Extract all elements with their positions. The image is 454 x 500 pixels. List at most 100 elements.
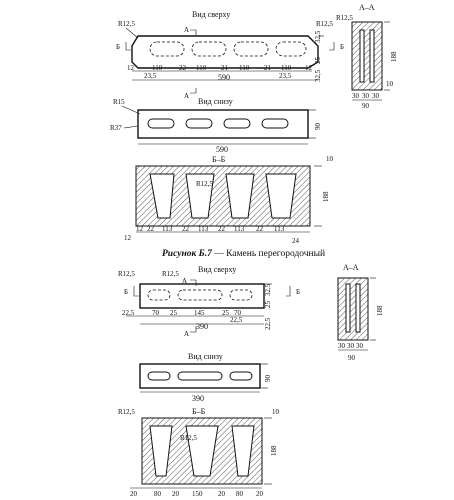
fig2-bb-dim-6: 20: [256, 490, 264, 498]
fig1-bb-radius-label: R12,5: [196, 180, 213, 188]
fig2-dim-chain-2: 145: [194, 309, 205, 317]
fig1-aa-width: 90: [362, 102, 370, 110]
fig2-cut-mark-a: А: [182, 277, 187, 285]
figure1-section-b-b: Б–Б R12,5 10 188 12 22 113 22 113 22 113…: [124, 155, 334, 245]
fig1-caption-text: — Камень перегородочный: [212, 248, 325, 259]
fig1-bb-height: 188: [322, 191, 330, 202]
fig2-top-radius-b: R12,5: [162, 270, 179, 278]
fig2-bb-dim-10: 10: [272, 408, 280, 416]
fig1-bottom-r37: R37: [110, 124, 122, 132]
fig2-bottom-length: 390: [192, 394, 204, 403]
figure1-caption: Рисунок Б.7 — Камень перегородочный: [162, 248, 325, 259]
figure2-bottom-view: Вид снизу 90 390: [139, 352, 272, 403]
fig2-bb-dim-3: 150: [192, 490, 203, 498]
fig2-top-dim-25: 25: [264, 301, 272, 309]
fig1-aa-height: 188: [390, 51, 398, 62]
fig1-dim-chain-2: 22: [179, 64, 187, 72]
fig2-dim-chain-0: 70: [152, 309, 160, 317]
fig1-dim-chain-4: 21: [221, 64, 229, 72]
fig1-bb-dim-7: 22: [256, 225, 264, 233]
fig2-aa-dim-30-b: 30: [347, 342, 355, 350]
fig1-bb-dim-6: 113: [234, 225, 245, 233]
fig2-aa-dim-30-a: 30: [338, 342, 346, 350]
figure1-top-view: Вид сверху R12,5 R12,5 А А Б Б 32,5 32,5…: [116, 10, 344, 100]
fig1-top-overall-590: 590: [218, 73, 230, 82]
fig1-aa-dim-10: 10: [386, 80, 394, 88]
fig2-bb-dim-4: 20: [218, 490, 226, 498]
fig1-bb-dim-24: 24: [292, 237, 300, 245]
fig1-cut-mark-a-bottom: А: [184, 92, 189, 100]
fig1-aa-title: А–А: [359, 3, 375, 12]
fig2-bb-radius-b: R12,5: [180, 434, 197, 442]
figure2-section-a-a: А–А 188 30 30 30 90: [337, 263, 384, 362]
fig1-cut-mark-a: А: [184, 26, 189, 34]
fig1-section-mark-b-left: Б: [116, 43, 120, 51]
fig1-dim-25: 25: [314, 57, 322, 65]
fig1-aa-dim-30-b: 30: [362, 92, 370, 100]
fig1-dim-chain-0: 12: [127, 64, 135, 72]
fig1-aa-dim-30-c: 30: [372, 92, 380, 100]
fig1-top-radius-right-label: R12,5: [316, 20, 333, 28]
fig2-aa-width: 90: [348, 354, 356, 362]
fig1-dim-23-5-right: 23,5: [279, 72, 292, 80]
fig2-bottom-view-title: Вид снизу: [188, 352, 223, 361]
fig2-bb-dim-chain: 20 80 20 150 20 80 20: [130, 490, 264, 498]
fig1-bottom-r15: R15: [113, 98, 125, 106]
fig1-section-mark-b-right: Б: [340, 43, 344, 51]
fig1-top-radius-label: R12,5: [118, 20, 135, 28]
fig2-section-mark-b-right: Б: [296, 288, 300, 296]
fig2-bb-radius-a: R12,5: [118, 408, 135, 416]
fig1-bb-title: Б–Б: [212, 155, 226, 164]
fig1-dim-chain-1: 110: [152, 64, 163, 72]
fig1-dim-23-5-left: 23,5: [144, 72, 157, 80]
fig1-dim-chain-6: 21: [264, 64, 272, 72]
fig1-bb-dim-chain: 12 22 113 22 113 22 113 22 113: [136, 225, 285, 233]
fig1-bb-dim-1: 22: [147, 225, 155, 233]
fig2-dim-chain-1: 25: [170, 309, 178, 317]
figure1-bottom-view: Вид снизу R15 R37 90 590: [110, 97, 322, 154]
fig1-bb-dim-8: 113: [274, 225, 285, 233]
figure2-section-b-b: Б–Б R12,5 R12,5 10 188 20 80 20 150 20 8…: [118, 407, 280, 498]
fig1-dim-chain-7: 110: [281, 64, 292, 72]
fig2-bb-dim-5: 80: [236, 490, 244, 498]
fig2-aa-title: А–А: [343, 263, 359, 272]
fig2-bb-title: Б–Б: [192, 407, 206, 416]
fig1-bb-dim-10: 10: [326, 155, 334, 163]
fig2-top-dim-chain: 70 25 145 25 70: [152, 309, 242, 317]
fig2-top-overall-390: 390: [196, 322, 208, 331]
fig2-top-dim-22-5-side: 22,5: [264, 317, 272, 330]
fig1-bb-dim-4: 113: [198, 225, 209, 233]
fig1-aa-radius-label: R12,5: [336, 14, 353, 22]
fig1-dim-chain-8: 12: [305, 64, 313, 72]
fig1-bb-dim-12: 12: [124, 234, 132, 242]
fig1-dim-32-5-top: 32,5: [314, 30, 322, 43]
fig2-dim-22-5-right: 22,5: [230, 316, 243, 324]
fig1-dim-chain-5: 110: [239, 64, 250, 72]
fig2-bottom-width: 90: [264, 375, 272, 383]
figure2-top-view: Вид сверху R12,5 R12,5 А А Б Б 32,5 25 2…: [118, 265, 300, 338]
fig2-top-radius-a: R12,5: [118, 270, 135, 278]
fig2-bb-dim-0: 20: [130, 490, 138, 498]
fig2-bb-dim-2: 20: [172, 490, 180, 498]
fig1-dim-chain-3: 110: [196, 64, 207, 72]
fig1-bottom-width: 90: [314, 123, 322, 131]
fig1-bb-dim-2: 113: [162, 225, 173, 233]
fig2-dim-22-5-left: 22,5: [122, 309, 135, 317]
fig2-top-dim-32-5: 32,5: [264, 283, 272, 296]
fig2-section-mark-b-left: Б: [124, 288, 128, 296]
fig2-dim-chain-3: 25: [222, 309, 230, 317]
fig1-top-view-title: Вид сверху: [192, 10, 230, 19]
fig2-top-view-title: Вид сверху: [198, 265, 236, 274]
fig2-cut-mark-a-bottom: А: [184, 330, 189, 338]
fig1-bb-dim-5: 22: [218, 225, 226, 233]
fig1-bottom-view-title: Вид снизу: [198, 97, 233, 106]
svg-text:Рисунок Б.7 — Камень перегород: Рисунок Б.7 — Камень перегородочный: [162, 248, 325, 259]
fig1-bb-dim-0: 12: [136, 225, 144, 233]
fig1-bottom-length: 590: [216, 145, 228, 154]
fig2-aa-dim-30-c: 30: [356, 342, 364, 350]
fig1-top-dim-chain: 12 110 22 110 21 110 21 110 12: [127, 64, 313, 72]
fig1-bb-dim-3: 22: [182, 225, 190, 233]
fig2-bb-dim-1: 80: [154, 490, 162, 498]
fig1-caption-number: Рисунок Б.7: [162, 249, 213, 259]
